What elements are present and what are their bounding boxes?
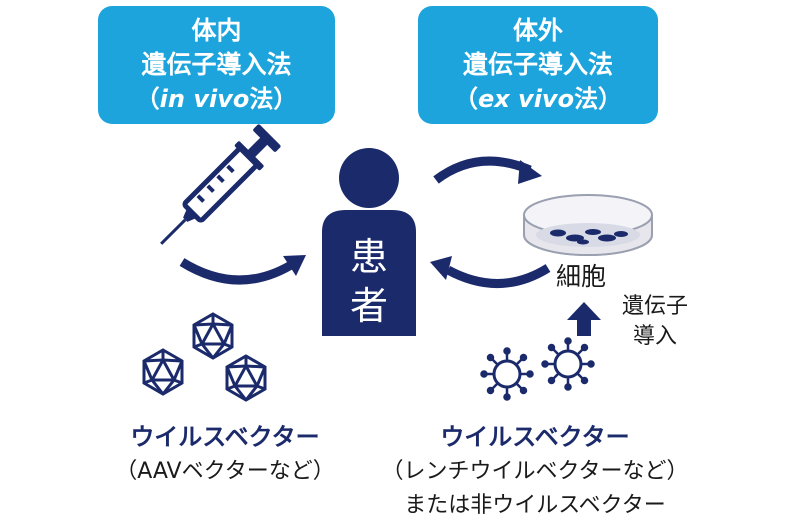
ex-vivo-box: 体外 遺伝子導入法 （ex vivo法） (418, 6, 658, 124)
gene-transfer-arrow (567, 302, 601, 336)
ex-vivo-term: ex vivo (477, 85, 575, 113)
ex-vivo-line1: 体外 (512, 16, 563, 45)
patient-char-2: 者 (349, 284, 388, 328)
in-vivo-term: in vivo (159, 85, 250, 113)
gene-transfer-label: 遺伝子 導入 (622, 292, 688, 352)
extract-arrow (433, 156, 532, 184)
right-vector-note-2: または非ウイルスベクター (404, 493, 666, 518)
in-vivo-line2: 遺伝子導入法 (141, 50, 292, 79)
person-icon (322, 148, 416, 336)
gene-transfer-line1: 遺伝子 (622, 294, 689, 319)
return-arrow (445, 264, 551, 288)
petri-dish-icon (523, 194, 653, 256)
syringe-icon (160, 124, 281, 245)
lentivirus-icon (480, 337, 595, 401)
right-vector-title: ウイルスベクター (440, 423, 630, 451)
left-vector-title: ウイルスベクター (130, 423, 320, 451)
patient-char-1: 患 (349, 235, 388, 279)
in-vivo-line1: 体内 (191, 16, 242, 45)
right-vector-note-1: （レンチウイルベクターなど） (381, 459, 689, 484)
cells-label: 細胞 (556, 262, 607, 291)
inject-arrow (179, 258, 299, 285)
ex-vivo-line2: 遺伝子導入法 (462, 50, 613, 79)
in-vivo-box: 体内 遺伝子導入法 （in vivo法） (98, 6, 335, 124)
ex-vivo-line3: （ex vivo法） (453, 85, 623, 113)
gene-transfer-line2: 導入 (633, 324, 678, 349)
left-vector-note: （AAVベクターなど） (115, 459, 335, 484)
in-vivo-line3: （in vivo法） (135, 85, 298, 113)
aav-virus-icon (142, 312, 267, 402)
